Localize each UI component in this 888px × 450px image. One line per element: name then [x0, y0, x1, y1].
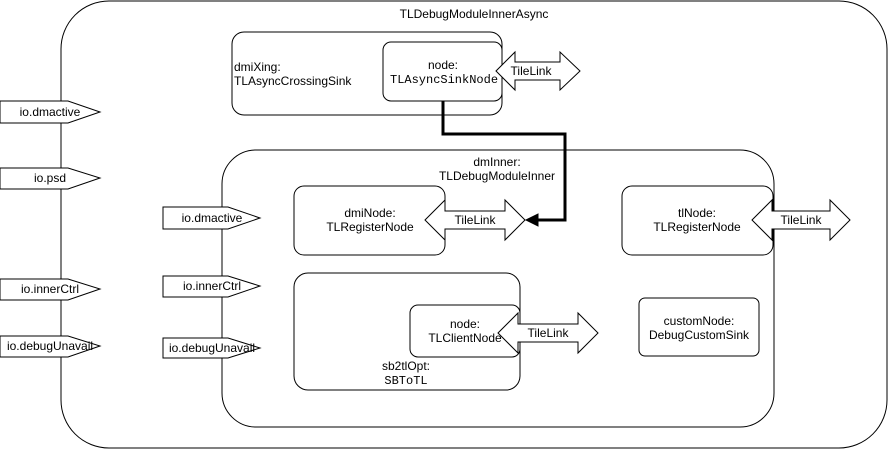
async-sink-node-label-2: TLAsyncSinkNode	[390, 73, 498, 87]
client-node-tilelink-arrow: TileLink	[497, 311, 599, 355]
async-sink-node-label-1: node:	[428, 58, 458, 72]
outer-port-debugunavail-label: io.debugUnavail	[7, 339, 93, 353]
client-node-tilelink-label: TileLink	[528, 326, 570, 340]
outer-port-dmactive-label: io.dmactive	[20, 105, 81, 119]
outer-port-dmactive: io.dmactive	[0, 100, 102, 124]
custom-node-label-2: DebugCustomSink	[649, 328, 750, 342]
tl-node-tilelink-label: TileLink	[781, 213, 823, 227]
dmi-node-tilelink-label: TileLink	[455, 213, 497, 227]
outer-port-innerctrl-label: io.innerCtrl	[21, 282, 79, 296]
outer-port-innerctrl: io.innerCtrl	[0, 278, 102, 301]
inner-port-dmactive: io.dmactive	[162, 206, 262, 230]
sb2tl-label-2: SBToTL	[384, 374, 427, 388]
outer-port-debugunavail: io.debugUnavail	[0, 335, 102, 358]
custom-node-box	[638, 297, 760, 357]
outer-port-psd-label: io.psd	[34, 171, 66, 185]
dmi-node-label-1: dmiNode:	[344, 206, 395, 220]
dmixing-label-2: TLAsyncCrossingSink	[234, 74, 352, 88]
async-to-dmi-connector	[441, 101, 567, 227]
inner-port-debugunavail: io.debugUnavail	[162, 337, 262, 359]
dmixing-tilelink-label: TileLink	[511, 64, 553, 78]
dminner-label-1: dmInner:	[473, 155, 520, 169]
tl-node-tilelink-arrow: TileLink	[751, 198, 851, 242]
custom-node-label-1: customNode:	[664, 314, 735, 328]
inner-port-dmactive-label: io.dmactive	[182, 211, 243, 225]
dmixing-tilelink-arrow: TileLink	[495, 50, 581, 92]
outer-module-title: TLDebugModuleInnerAsync	[400, 7, 549, 21]
tl-node-label-2: TLRegisterNode	[653, 220, 741, 234]
client-node-label-1: node:	[450, 317, 480, 331]
connector-arrowhead	[524, 213, 539, 227]
inner-port-debugunavail-label: io.debugUnavail	[169, 341, 255, 355]
dminner-label-2: TLDebugModuleInner	[439, 169, 555, 183]
outer-port-psd: io.psd	[0, 167, 102, 190]
client-node-label-2: TLClientNode	[428, 331, 502, 345]
inner-port-innerctrl-label: io.innerCtrl	[183, 279, 241, 293]
dmixing-label-1: dmiXing:	[234, 60, 281, 74]
inner-port-innerctrl: io.innerCtrl	[162, 275, 262, 298]
sb2tl-label-1: sb2tlOpt:	[382, 359, 430, 373]
dmi-node-label-2: TLRegisterNode	[326, 220, 414, 234]
tl-node-label-1: tlNode:	[678, 206, 716, 220]
